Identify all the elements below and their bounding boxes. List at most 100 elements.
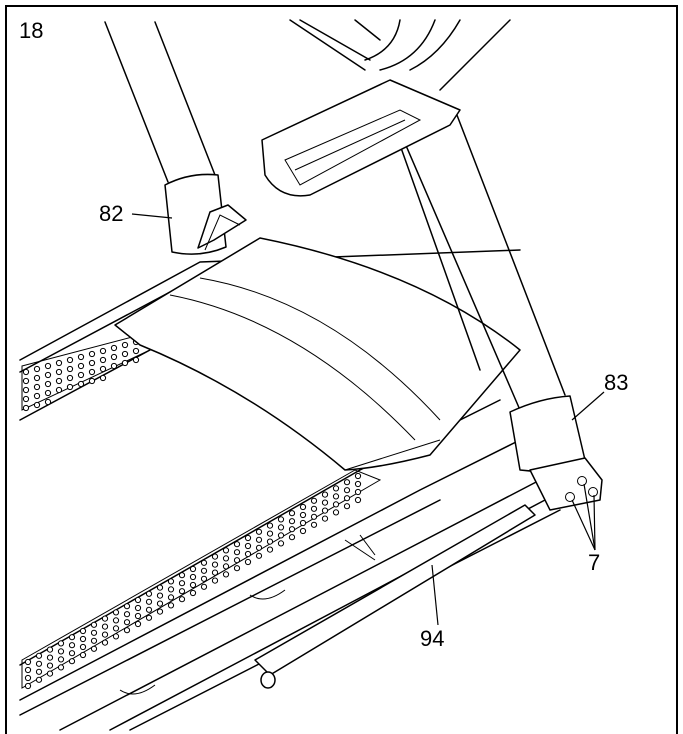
perforation-hole (90, 645, 98, 652)
perforation-hole (123, 603, 131, 610)
perforation-hole (200, 575, 208, 582)
perforation-hole (132, 356, 140, 364)
perforation-hole (112, 617, 120, 624)
perforation-hole (77, 362, 85, 370)
perforation-hole (46, 670, 54, 677)
perforation-hole (277, 532, 285, 539)
perforation-hole (44, 389, 52, 397)
perforated-tread-upper (21, 334, 151, 412)
perforation-hole (46, 654, 54, 661)
perforation-hole (277, 524, 285, 531)
perforation-hole (156, 600, 164, 607)
perforation-hole (288, 534, 296, 541)
perforation-hole (343, 495, 351, 502)
perforation-hole (24, 682, 32, 690)
perforation-hole (145, 606, 153, 613)
perforation-hole (68, 650, 76, 657)
perforation-hole (167, 594, 175, 601)
perforation-hole (288, 510, 296, 517)
perforation-hole (310, 505, 318, 512)
perforation-hole (266, 546, 274, 553)
perforation-hole (145, 598, 153, 605)
perforation-hole (299, 519, 307, 527)
perforation-hole (200, 559, 208, 566)
perforation-hole (57, 648, 65, 655)
perforation-hole (35, 668, 43, 675)
perforation-hole (44, 371, 52, 379)
perforation-hole (266, 530, 274, 537)
perforation-hole (255, 528, 263, 535)
figure-frame (5, 5, 678, 734)
perforation-hole (57, 640, 65, 647)
perforation-hole (277, 516, 285, 523)
perforation-hole (55, 368, 63, 376)
perforation-hole (121, 341, 129, 349)
left-upright (104, 21, 247, 255)
perforation-hole (66, 383, 74, 391)
perforation-hole (110, 353, 118, 361)
perforation-hole (68, 642, 76, 649)
perforation-hole (66, 374, 74, 382)
perforation-hole (310, 513, 318, 520)
perforation-hole (299, 527, 307, 535)
perforation-hole (88, 377, 96, 385)
perforation-hole (123, 611, 131, 618)
perforation-hole (343, 503, 351, 510)
perforation-hole (66, 365, 74, 373)
perforation-hole (22, 395, 30, 403)
perforation-hole (354, 488, 362, 496)
perforation-hole (88, 350, 96, 358)
perforated-tread-lower (21, 469, 382, 690)
perforation-hole (310, 521, 318, 528)
perforation-hole (22, 377, 30, 385)
perforation-hole (244, 550, 252, 558)
perforation-hole (200, 567, 208, 574)
perforation-hole (66, 356, 74, 364)
perforation-hole (167, 602, 175, 609)
perforation-hole (112, 633, 120, 640)
perforation-hole (189, 573, 197, 581)
perforation-hole (156, 592, 164, 599)
callout-94: 94 (420, 626, 445, 651)
perforation-hole (167, 578, 175, 585)
perforation-hole (233, 549, 241, 556)
perforation-hole (132, 347, 140, 355)
callout-82: 82 (99, 201, 124, 226)
perforation-hole (123, 619, 131, 626)
perforation-hole (321, 499, 329, 506)
perforation-hole (44, 380, 52, 388)
perforation-hole (99, 347, 107, 355)
perforation-hole (211, 561, 219, 568)
side-rail (119, 504, 536, 695)
perforation-hole (57, 656, 65, 663)
perforation-hole (211, 569, 219, 576)
perforation-hole (24, 674, 32, 682)
perforation-hole (46, 646, 54, 653)
perforation-hole (90, 629, 98, 636)
perforation-hole (321, 507, 329, 514)
perforation-hole (134, 604, 142, 612)
perforation-hole (244, 558, 252, 566)
perforation-hole (35, 660, 43, 667)
perforation-hole (99, 356, 107, 364)
perforation-hole (321, 491, 329, 498)
perforation-hole (44, 362, 52, 370)
perforation-hole (343, 479, 351, 486)
perforation-hole (222, 547, 230, 554)
perforation-hole (33, 365, 41, 373)
perforation-hole (321, 515, 329, 522)
perforation-hole (222, 555, 230, 562)
perforation-hole (134, 596, 142, 604)
perforation-hole (277, 540, 285, 547)
perforation-hole (68, 658, 76, 665)
handlebar-console (261, 19, 511, 197)
perforation-hole (22, 368, 30, 376)
perforation-hole (90, 637, 98, 644)
perforation-hole (55, 386, 63, 394)
perforation-hole (332, 509, 340, 516)
perforation-hole (33, 383, 41, 391)
perforation-hole (299, 503, 307, 511)
perforation-hole (77, 371, 85, 379)
right-upright (394, 109, 603, 511)
